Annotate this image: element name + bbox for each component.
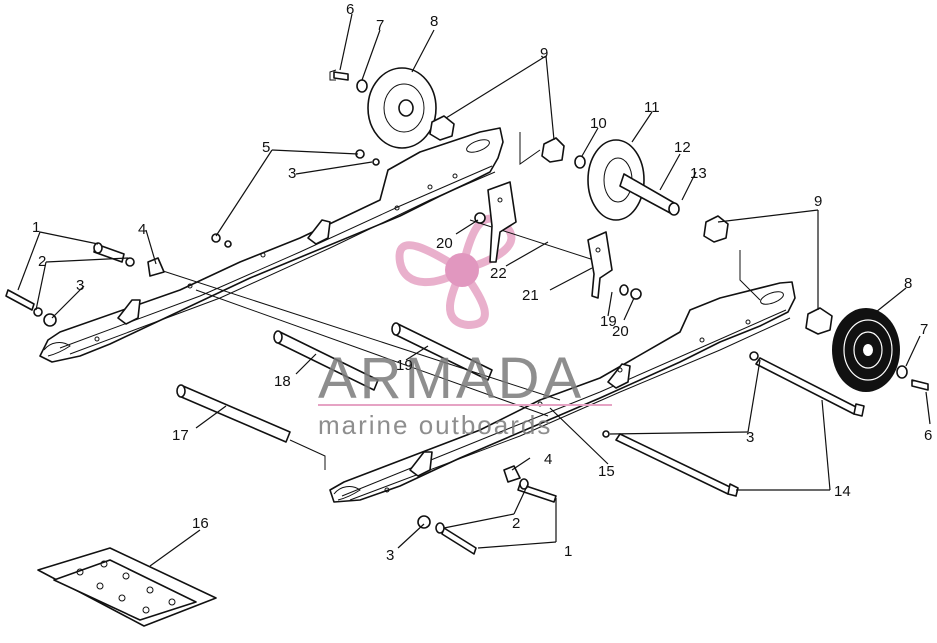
- callout-8a: 8: [430, 13, 438, 30]
- callout-13: 13: [690, 165, 707, 182]
- callout-16: 16: [192, 515, 209, 532]
- callout-6b: 6: [924, 427, 932, 444]
- watermark-subtitle: marine outboards: [318, 410, 552, 440]
- callout-19b: 19: [600, 313, 617, 330]
- callout-8b: 8: [904, 275, 912, 292]
- callout-10: 10: [590, 115, 607, 132]
- callout-19a: 19: [396, 357, 413, 374]
- left-rail: [39, 127, 504, 363]
- idler-wheel-top: [329, 67, 437, 149]
- callout-18: 18: [274, 373, 291, 390]
- washer-20b: [630, 288, 642, 300]
- callout-4a: 4: [138, 221, 146, 238]
- callout-15: 15: [598, 463, 615, 480]
- callout-3c: 3: [746, 429, 754, 446]
- spacer-9b: [541, 137, 565, 163]
- cross-shaft-18: [273, 330, 379, 391]
- callout-3a: 3: [76, 277, 84, 294]
- bolt-14a: [755, 357, 865, 417]
- callout-11: 11: [644, 99, 660, 116]
- idler-wheel-right: [832, 308, 929, 392]
- callout-3b: 3: [288, 165, 296, 182]
- cross-shaft-19: [391, 322, 493, 381]
- callout-2b: 2: [512, 515, 520, 532]
- callout-labels: 1 1 2 2 3 3 3 3 4 4 5 6 6 7 7 8 8 9 9 10…: [32, 1, 932, 564]
- callout-5: 5: [262, 139, 270, 156]
- callout-20b: 20: [612, 323, 629, 340]
- track-clip-16: [37, 547, 217, 627]
- spacer-9a: [429, 115, 455, 141]
- watermark-logo-center: [445, 253, 479, 287]
- callout-17: 17: [172, 427, 189, 444]
- callout-9a: 9: [540, 45, 548, 62]
- callout-14: 14: [834, 483, 851, 500]
- bracket-21: [587, 231, 613, 299]
- callout-7a: 7: [376, 17, 384, 34]
- callout-1b: 1: [564, 543, 572, 560]
- cross-shaft-17: [176, 384, 291, 443]
- wheel-11: [574, 139, 680, 221]
- callout-21: 21: [522, 287, 539, 304]
- callout-22: 22: [490, 265, 507, 282]
- bolt-14b: [615, 433, 739, 497]
- callout-4b: 4: [544, 451, 552, 468]
- callout-3d: 3: [386, 547, 394, 564]
- spacer-9d: [805, 307, 833, 335]
- callout-2a: 2: [38, 253, 46, 270]
- callout-20a: 20: [436, 235, 453, 252]
- callout-12: 12: [674, 139, 691, 156]
- callout-6a: 6: [346, 1, 354, 18]
- callout-1a: 1: [32, 219, 40, 236]
- bracket-22: [487, 181, 517, 263]
- spacer-9c: [703, 215, 729, 243]
- callout-7b: 7: [920, 321, 928, 338]
- right-rail: [329, 281, 796, 503]
- leader-lines: [17, 13, 931, 567]
- watermark-title: ARMADA: [318, 346, 584, 411]
- callout-9b: 9: [814, 193, 822, 210]
